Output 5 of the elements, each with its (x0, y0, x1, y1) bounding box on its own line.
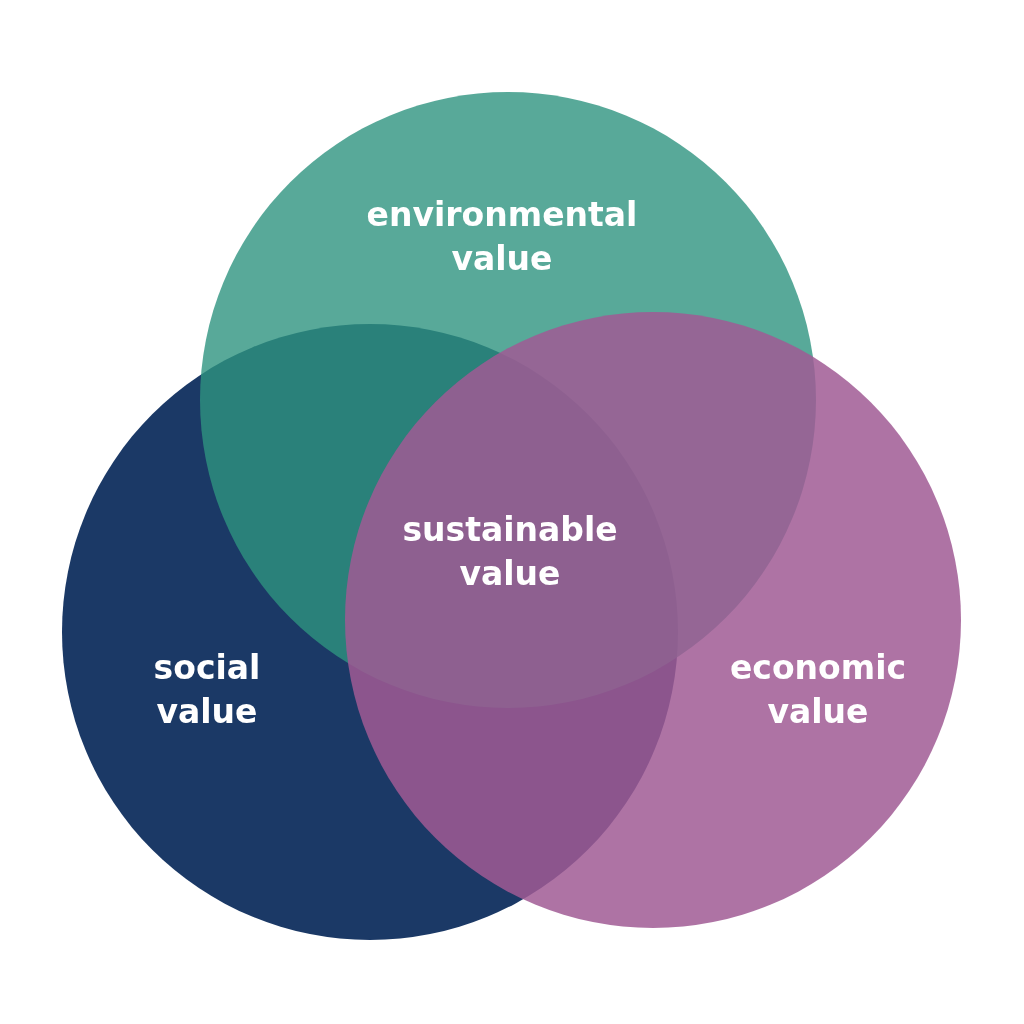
venn-circle (345, 312, 961, 928)
circle-label: environmental value (365, 194, 639, 280)
circle-label: economic value (728, 647, 907, 733)
circle-label: social value (152, 647, 262, 733)
overlap-label: sustainable value (401, 509, 619, 595)
